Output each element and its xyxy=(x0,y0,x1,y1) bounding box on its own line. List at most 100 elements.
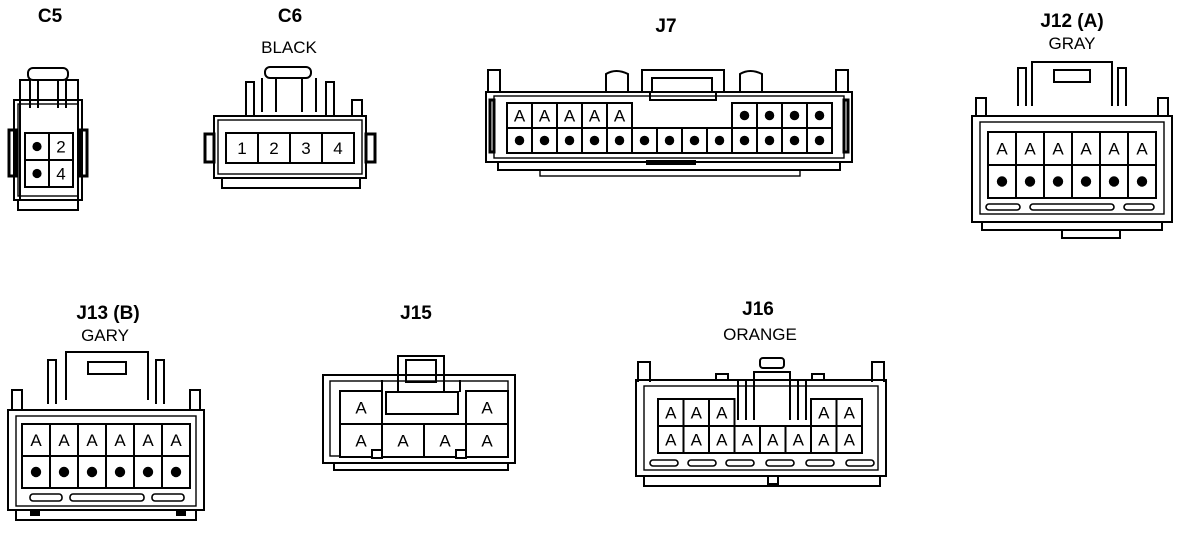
pin-label: A xyxy=(691,431,703,450)
pin-label: A xyxy=(691,404,703,423)
pin-label: A xyxy=(996,140,1008,159)
pin-label: A xyxy=(564,107,576,126)
pin-label: A xyxy=(665,404,677,423)
connector-c6-name: C6 xyxy=(278,6,302,27)
pin-label: A xyxy=(844,431,856,450)
pin-dot xyxy=(1108,176,1120,187)
pin-cell xyxy=(835,398,863,427)
connector-j12-body xyxy=(971,61,1173,239)
pin-label: A xyxy=(397,432,409,451)
pin-cell xyxy=(77,423,107,457)
pin-label: 3 xyxy=(301,139,310,158)
pin-label: A xyxy=(1024,140,1036,159)
pin-dot xyxy=(30,466,42,478)
connector-c6-body xyxy=(203,66,377,189)
pin-cell xyxy=(381,423,425,458)
connector-j15-latch-right xyxy=(455,449,467,459)
pin-label: A xyxy=(818,404,830,423)
connector-c5-pins: 24 xyxy=(24,132,74,188)
pin-cell xyxy=(1015,131,1045,166)
pin-cell xyxy=(606,127,633,154)
pin-label: 2 xyxy=(56,138,65,157)
connector-j13-color: GARY xyxy=(81,326,129,345)
pin-cell xyxy=(784,425,812,454)
pin-label: A xyxy=(539,107,551,126)
pin-label: A xyxy=(142,431,154,450)
connector-j12-name: J12 (A) xyxy=(1040,11,1103,32)
pin-cell xyxy=(835,425,863,454)
pin-label: A xyxy=(439,432,451,451)
pin-label: A xyxy=(86,431,98,450)
connector-c5-body xyxy=(7,67,89,211)
pin-label: A xyxy=(1052,140,1064,159)
pin-dot xyxy=(86,466,98,478)
pin-label: A xyxy=(793,431,805,450)
connector-j15-latch-left xyxy=(371,449,383,459)
pin-label: 2 xyxy=(269,139,278,158)
pin-label: A xyxy=(818,431,830,450)
connector-c5: C5 24 xyxy=(7,6,89,211)
pin-cell xyxy=(657,425,685,454)
pin-dot xyxy=(1136,176,1148,187)
pin-label: A xyxy=(589,107,601,126)
pin-cell xyxy=(606,102,633,129)
pin-dot xyxy=(1080,176,1092,187)
pin-cell xyxy=(161,423,191,457)
pin-dot xyxy=(170,466,182,478)
pin-dot xyxy=(32,168,42,179)
pin-cell xyxy=(682,398,710,427)
pin-dot xyxy=(664,135,675,146)
pin-dot xyxy=(689,135,700,146)
pin-label: 4 xyxy=(333,139,342,158)
pin-label: A xyxy=(1080,140,1092,159)
connector-j12-color: GRAY xyxy=(1049,34,1096,53)
pin-dot xyxy=(789,135,800,146)
pin-label: A xyxy=(665,431,677,450)
pin-dot xyxy=(739,135,750,146)
pin-cell xyxy=(321,132,355,164)
pin-label: A xyxy=(716,431,728,450)
connector-j13-name: J13 (B) xyxy=(76,303,139,324)
connector-j16-body xyxy=(635,357,887,487)
pin-dot xyxy=(639,135,650,146)
pin-dot xyxy=(58,466,70,478)
connector-j16-color: ORANGE xyxy=(723,325,797,344)
pin-cell xyxy=(21,423,51,457)
pin-label: A xyxy=(844,404,856,423)
pin-dot xyxy=(996,176,1008,187)
pin-dot xyxy=(1024,176,1036,187)
pin-label: A xyxy=(614,107,626,126)
pin-label: A xyxy=(767,431,779,450)
pin-dot xyxy=(789,110,800,121)
pin-label: A xyxy=(481,432,493,451)
pin-label: A xyxy=(58,431,70,450)
pin-label: A xyxy=(30,431,42,450)
pin-dot xyxy=(814,135,825,146)
pin-dot xyxy=(589,135,600,146)
pin-label: A xyxy=(514,107,526,126)
pin-cell xyxy=(465,423,509,458)
pin-cell xyxy=(49,423,79,457)
pin-dot xyxy=(564,135,575,146)
pin-dot xyxy=(142,466,154,478)
pin-label: A xyxy=(716,404,728,423)
pin-label: A xyxy=(355,432,367,451)
connector-j16-name: J16 xyxy=(742,299,774,320)
pin-label: A xyxy=(1136,140,1148,159)
pin-cell xyxy=(257,132,291,164)
pin-dot xyxy=(1052,176,1064,187)
pin-dot xyxy=(614,135,625,146)
pin-dot xyxy=(814,110,825,121)
pin-dot xyxy=(114,466,126,478)
connector-j15-name: J15 xyxy=(400,303,432,324)
